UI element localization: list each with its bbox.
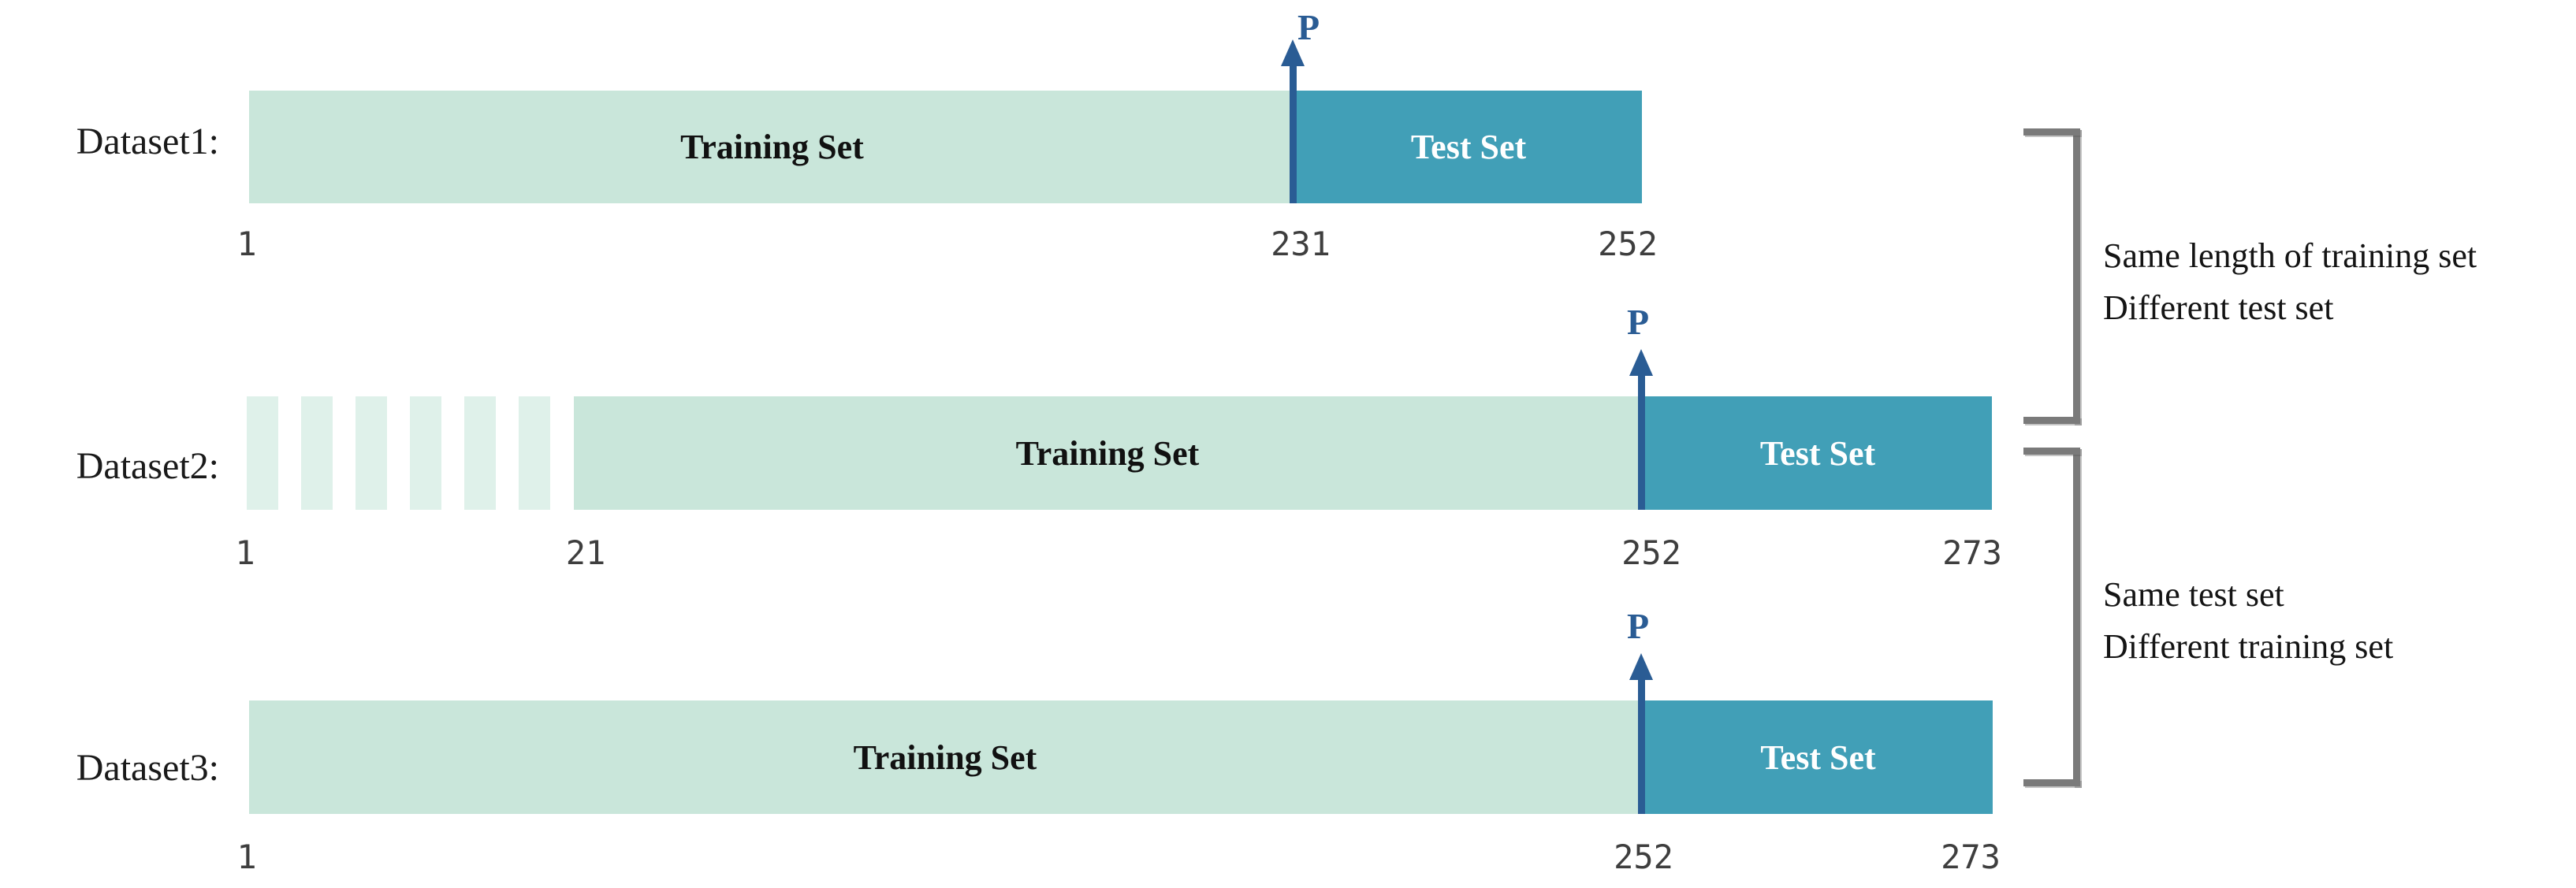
dataset2-training-bar: Training Set [574, 396, 1641, 510]
dataset1-test-label: Test Set [1410, 128, 1527, 166]
dataset1-pointer-label: P [1297, 7, 1320, 47]
annotation-same-test-line1: Same test set [2103, 575, 2284, 614]
dataset3-training-bar: Training Set [249, 700, 1641, 814]
dataset1-training-label: Training Set [680, 128, 864, 166]
dataset2-tick-split: 252 [1621, 533, 1681, 572]
bracket-2-vertical [2073, 448, 2080, 786]
dataset3-pointer-label: P [1627, 606, 1650, 646]
dataset3-pointer-line [1638, 677, 1645, 814]
dataset2-training-label: Training Set [1015, 433, 1200, 473]
dataset2-up-arrow-icon [1629, 349, 1653, 376]
dataset2-tick-end: 273 [1942, 533, 2002, 572]
dataset1-tick-start: 1 [236, 225, 257, 263]
dataset2-pointer-label: P [1627, 302, 1650, 342]
dataset2-test-bar: Test Set [1644, 396, 1992, 510]
dataset3-training-label: Training Set [853, 738, 1037, 777]
dataset2-tick-start: 1 [235, 533, 255, 572]
dataset1-tick-split: 231 [1271, 225, 1331, 263]
annotation-same-training-line1: Same length of training set [2103, 236, 2477, 275]
bracket-1-bottom-tip [2023, 417, 2080, 424]
dataset2-faded-prefix-stripes [247, 396, 550, 510]
annotation-same-test: Same test set Different training set [2103, 569, 2393, 673]
dataset1-up-arrow-icon [1281, 39, 1305, 66]
dataset1-pointer-line [1290, 63, 1297, 203]
dataset3-up-arrow-icon [1629, 653, 1653, 680]
dataset2-test-label: Test Set [1759, 433, 1876, 473]
dataset3-test-label: Test Set [1760, 738, 1876, 777]
bracket-1-top-tip [2023, 128, 2080, 136]
dataset2-tick-trainstart: 21 [565, 533, 606, 572]
bracket-1-vertical [2073, 128, 2080, 424]
dataset1-test-bar: Test Set [1295, 91, 1642, 203]
annotation-same-test-line2: Different training set [2103, 627, 2394, 666]
bracket-2-top-tip [2023, 448, 2080, 455]
dataset1-label: Dataset1: [76, 121, 219, 162]
bracket-2-bottom-tip [2023, 779, 2080, 786]
dataset1-tick-end: 252 [1598, 225, 1658, 263]
dataset3-label: Dataset3: [76, 747, 219, 789]
dataset3-tick-end: 273 [1941, 838, 2001, 876]
annotation-same-training: Same length of training set Different te… [2103, 230, 2477, 334]
annotation-same-training-line2: Different test set [2103, 288, 2334, 327]
dataset3-tick-start: 1 [236, 838, 257, 876]
dataset1-training-bar: Training Set [249, 91, 1295, 203]
dataset3-tick-split: 252 [1614, 838, 1673, 876]
dataset2-label: Dataset2: [76, 445, 219, 487]
dataset2-pointer-line [1638, 373, 1645, 510]
dataset3-test-bar: Test Set [1644, 700, 1993, 814]
